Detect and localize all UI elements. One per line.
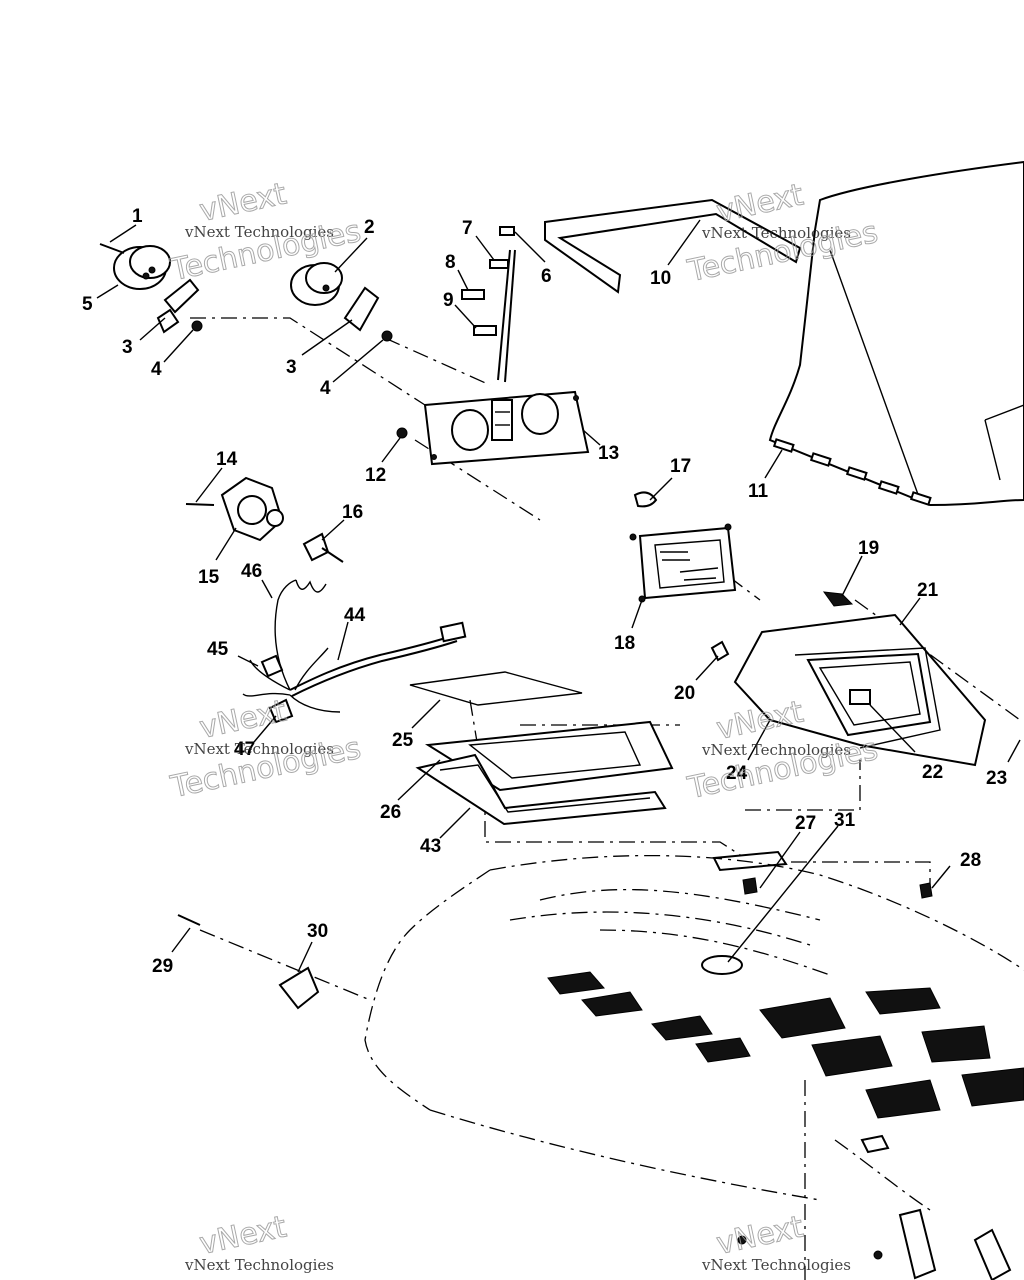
watermark-3: vNext Technologies vNext Technologies xyxy=(167,693,365,806)
callout-20: 20 xyxy=(674,683,695,704)
callout-22: 22 xyxy=(922,762,943,783)
callout-leaders xyxy=(96,219,1021,973)
callout-3b: 3 xyxy=(286,357,297,378)
callout-30: 30 xyxy=(307,921,328,942)
watermark-6: vNext Technologies vNext xyxy=(701,1209,851,1274)
windshield xyxy=(768,160,1024,507)
callout-14: 14 xyxy=(216,449,238,470)
callout-15: 15 xyxy=(198,567,220,588)
hood xyxy=(364,854,1024,1280)
callout-6: 6 xyxy=(541,266,552,287)
console-tray xyxy=(409,671,674,826)
svg-text:vNext Technologies: vNext Technologies xyxy=(184,740,334,758)
callout-labels: 1 2 3 3 4 4 5 6 7 8 9 10 11 12 13 14 15 … xyxy=(82,206,1007,977)
spring-and-nut xyxy=(710,591,854,662)
callout-10: 10 xyxy=(650,268,671,289)
callout-44: 44 xyxy=(344,605,366,626)
svg-text:vNext Technologies: vNext Technologies xyxy=(184,1256,334,1274)
gauge-left xyxy=(99,243,203,334)
callout-7: 7 xyxy=(462,218,473,239)
callout-26: 26 xyxy=(380,802,401,823)
watermark-5: vNext Technologies vNext xyxy=(184,1209,334,1274)
svg-text:vNext: vNext xyxy=(713,1209,806,1262)
svg-text:vNext: vNext xyxy=(713,177,806,230)
callout-13: 13 xyxy=(598,443,619,464)
callout-24: 24 xyxy=(726,763,748,784)
svg-text:vNext Technologies: vNext Technologies xyxy=(184,223,334,241)
callout-4a: 4 xyxy=(151,359,162,380)
svg-text:vNext Technologies: vNext Technologies xyxy=(701,224,851,242)
callout-27: 27 xyxy=(795,813,816,834)
instrument-panel xyxy=(396,249,590,466)
windshield-bracket xyxy=(544,198,802,294)
callout-31: 31 xyxy=(834,810,856,831)
callout-3a: 3 xyxy=(122,337,133,358)
callout-28: 28 xyxy=(960,850,981,871)
hood-vents xyxy=(547,971,1024,1119)
callout-29: 29 xyxy=(152,956,173,977)
callout-25: 25 xyxy=(392,730,414,751)
callout-2: 2 xyxy=(364,217,375,238)
key-switch xyxy=(185,476,344,563)
callout-19: 19 xyxy=(858,538,879,559)
callout-21: 21 xyxy=(917,580,939,601)
callout-9: 9 xyxy=(443,290,454,311)
svg-text:vNext: vNext xyxy=(196,176,289,229)
bulb xyxy=(633,491,658,508)
callout-23: 23 xyxy=(986,768,1007,789)
callout-45: 45 xyxy=(207,639,229,660)
callout-5: 5 xyxy=(82,294,93,315)
headlamp xyxy=(629,523,737,603)
callout-43: 43 xyxy=(420,836,441,857)
headlight-housing xyxy=(733,613,987,767)
callout-1: 1 xyxy=(132,206,143,227)
callout-46: 46 xyxy=(241,561,262,582)
callout-18: 18 xyxy=(614,633,635,654)
gauge-right xyxy=(290,262,393,342)
switch-clips xyxy=(461,226,515,336)
callout-12: 12 xyxy=(365,465,386,486)
svg-text:vNext Technologies: vNext Technologies xyxy=(701,1256,851,1274)
svg-text:vNext: vNext xyxy=(196,1209,289,1262)
callout-47: 47 xyxy=(234,739,255,760)
hood-fasteners xyxy=(177,850,933,1010)
svg-text:vNext Technologies: vNext Technologies xyxy=(701,741,851,759)
callout-11: 11 xyxy=(748,481,769,502)
callout-17: 17 xyxy=(670,456,691,477)
callout-8: 8 xyxy=(445,252,456,273)
callout-16: 16 xyxy=(342,502,363,523)
callout-4b: 4 xyxy=(320,378,331,399)
wiring-harness xyxy=(242,579,467,724)
